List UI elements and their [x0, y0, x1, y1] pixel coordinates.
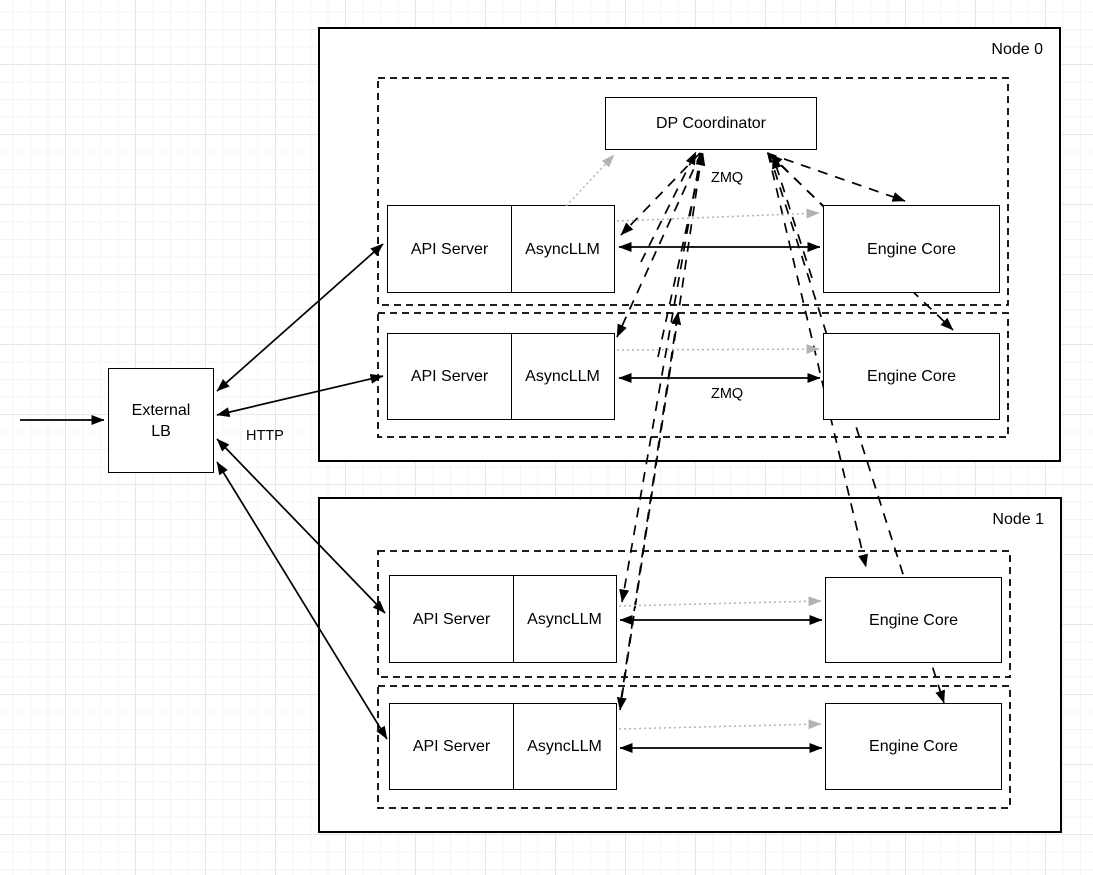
node1-group0-engine-core-box: Engine Core [825, 577, 1002, 663]
asyncllm-cell: AsyncLLM [525, 368, 600, 385]
engine-core-label: Engine Core [869, 738, 958, 755]
api-server-cell: API Server [391, 576, 514, 662]
engine-core-label: Engine Core [867, 368, 956, 385]
dp-coordinator-label: DP Coordinator [656, 115, 766, 132]
engine-core-label: Engine Core [869, 611, 958, 629]
node0-group1-server-box: API Server AsyncLLM [387, 333, 615, 420]
api-server-cell: API Server [391, 704, 514, 789]
zmq-engine-label: ZMQ [711, 386, 744, 402]
external-lb-label: External LB [131, 401, 191, 440]
node1-group1-engine-core-box: Engine Core [825, 703, 1002, 790]
asyncllm-cell: AsyncLLM [527, 610, 602, 628]
node0-group0-engine-core-box: Engine Core [823, 205, 1000, 293]
node0-group1-engine-core-box: Engine Core [823, 333, 1000, 420]
node1-title: Node 1 [992, 511, 1044, 528]
external-lb-box: External LB [108, 368, 214, 473]
node1-group1-server-box: API Server AsyncLLM [389, 703, 617, 790]
engine-core-label: Engine Core [867, 240, 956, 258]
http-label: HTTP [246, 428, 284, 444]
node1-group0-server-box: API Server AsyncLLM [389, 575, 617, 663]
dp-coordinator-box: DP Coordinator [605, 97, 817, 150]
zmq-coordinator-label: ZMQ [711, 170, 744, 186]
asyncllm-cell: AsyncLLM [525, 240, 600, 258]
asyncllm-cell: AsyncLLM [527, 738, 602, 755]
api-server-cell: API Server [389, 206, 512, 292]
node0-title: Node 0 [991, 41, 1043, 58]
node0-group0-server-box: API Server AsyncLLM [387, 205, 615, 293]
api-server-cell: API Server [389, 334, 512, 419]
